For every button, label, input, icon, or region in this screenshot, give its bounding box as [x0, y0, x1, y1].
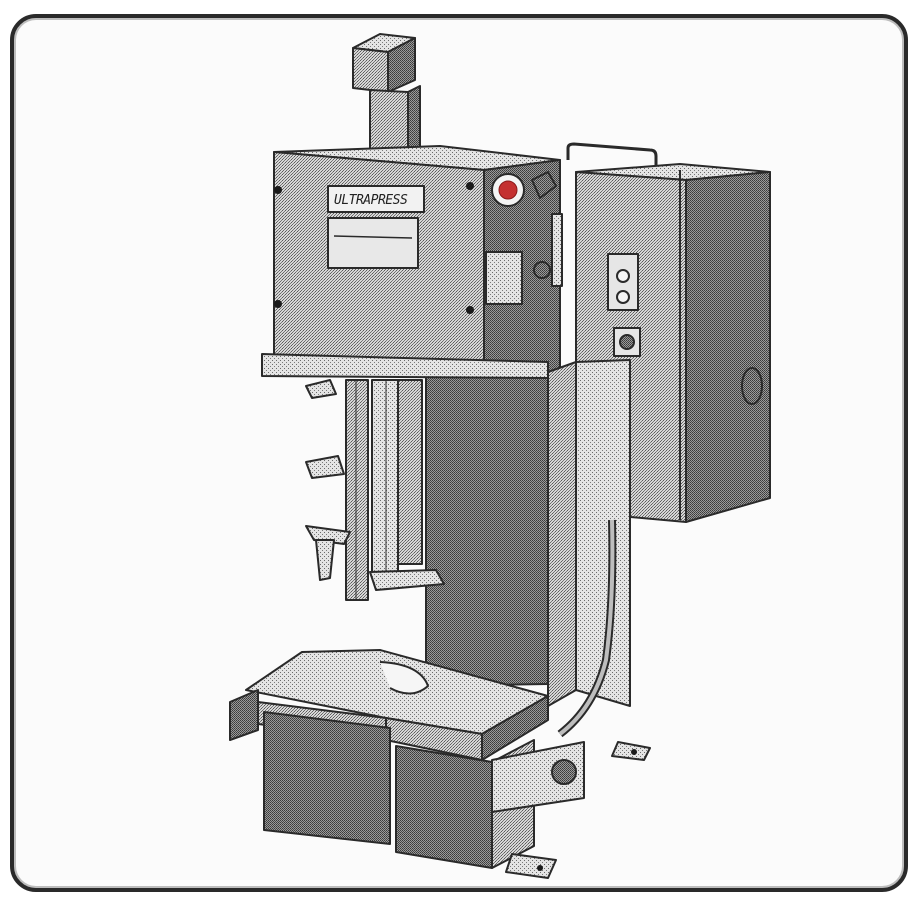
start-button-icon — [616, 269, 630, 283]
upper-ledge — [261, 353, 549, 379]
right-foot — [395, 745, 493, 869]
cabinet-handle — [566, 142, 658, 168]
housing-bolts — [274, 182, 474, 314]
nameplate: ULTRAPRESS — [327, 185, 425, 213]
throat-plate — [425, 371, 549, 687]
valve-knob-icon — [531, 171, 557, 199]
stop-button-icon — [616, 290, 630, 304]
adjust-knob-icon — [533, 261, 551, 279]
housing-window — [327, 217, 419, 269]
nameplate-text: ULTRAPRESS — [334, 193, 408, 208]
hydraulic-cylinder — [352, 33, 421, 151]
ram-assembly — [305, 379, 445, 601]
cabinet-latch-icon — [741, 367, 763, 405]
side-panel-plate — [485, 251, 523, 305]
bolster-table — [245, 649, 549, 761]
c-frame-column — [547, 359, 631, 707]
left-foot — [263, 711, 391, 845]
base-knob-icon — [551, 759, 577, 785]
